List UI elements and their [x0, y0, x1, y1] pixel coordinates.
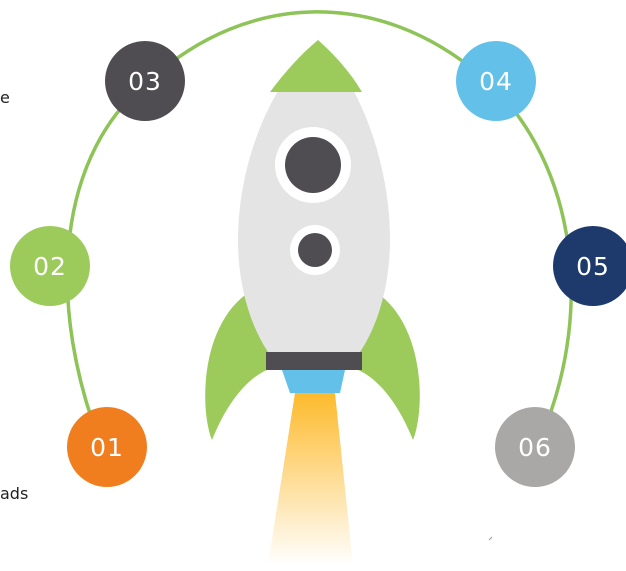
small-porthole — [298, 233, 332, 267]
cropped-text-bottom-left: ads — [0, 484, 29, 503]
rocket-nose — [270, 40, 362, 92]
step-04-label: 04 — [479, 66, 513, 96]
step-03-circle: 03 — [105, 41, 185, 121]
rocket-nozzle — [282, 370, 345, 393]
step-06-circle: 06 — [495, 407, 575, 487]
step-02-label: 02 — [33, 251, 67, 281]
small-mark — [488, 536, 493, 541]
rocket-left-fin — [205, 295, 272, 440]
step-02-circle: 02 — [10, 226, 90, 306]
rocket-base — [266, 352, 362, 370]
step-06-label: 06 — [518, 432, 552, 462]
step-05-circle: 05 — [553, 226, 626, 306]
step-04-circle: 04 — [456, 41, 536, 121]
step-01-circle: 01 — [67, 407, 147, 487]
large-porthole — [285, 137, 341, 193]
rocket-flame — [268, 393, 353, 565]
cropped-text-top-left: e — [0, 88, 10, 107]
step-01-label: 01 — [90, 432, 124, 462]
step-03-label: 03 — [128, 66, 162, 96]
step-05-label: 05 — [576, 251, 610, 281]
